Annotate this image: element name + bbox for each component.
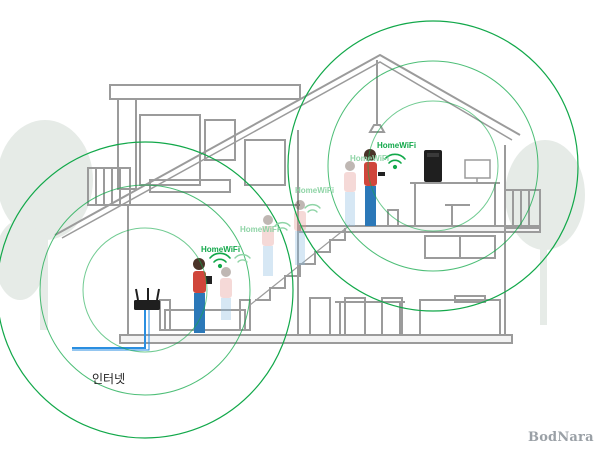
- homewifi-label-faded: HomeWiFi: [350, 154, 390, 163]
- watermark-logo: BodNara: [528, 430, 594, 445]
- ghost-people-on-stairs: [220, 161, 356, 320]
- background-trees: [0, 120, 585, 330]
- house-structure: [54, 53, 541, 344]
- internet-cable: [72, 310, 150, 351]
- internet-label: 인터넷: [92, 372, 126, 386]
- person-living-room: [193, 258, 212, 333]
- homewifi-label-living-room: HomeWiFi: [201, 245, 241, 254]
- coverage-rings-upstairs: [287, 20, 579, 312]
- monitor-icon: [464, 159, 491, 183]
- homewifi-label-upstairs: HomeWiFi: [377, 141, 417, 150]
- router-icon: [134, 288, 160, 310]
- homewifi-label-faded: HomeWiFi: [240, 225, 280, 234]
- phone-icon: [206, 276, 212, 284]
- homewifi-label-faded: HomeWiFi: [295, 186, 335, 195]
- wifi-signal-icon: [209, 153, 406, 269]
- phone-icon: [378, 172, 385, 176]
- wifi-extender-icon: [424, 150, 442, 182]
- person-upstairs: [364, 149, 385, 226]
- coverage-rings-downstairs: [0, 141, 294, 439]
- wifi-signal-icon: [234, 203, 321, 263]
